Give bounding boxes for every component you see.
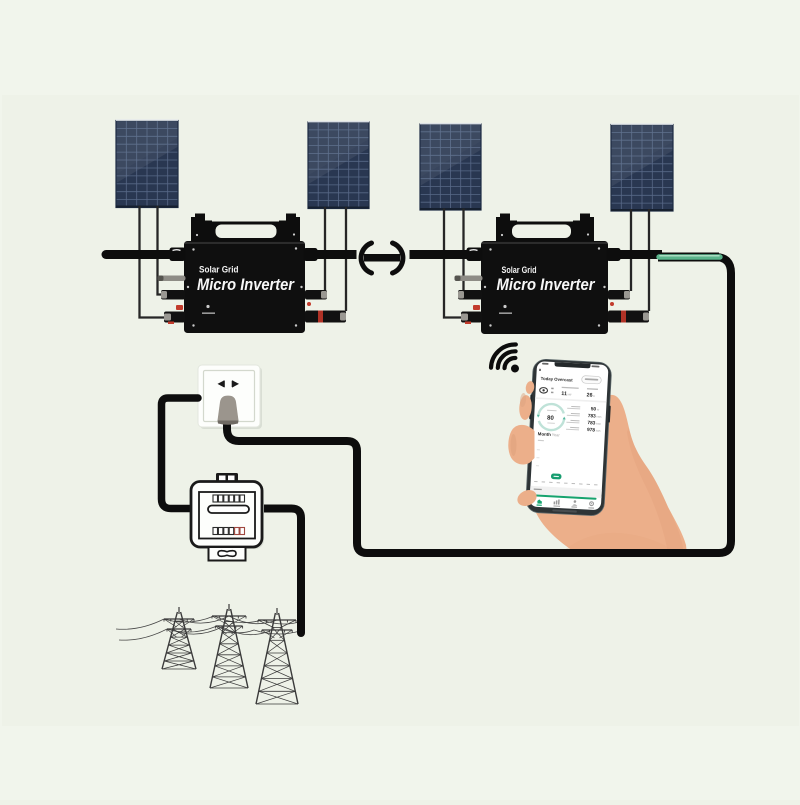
- svg-text:Micro Inverter: Micro Inverter: [497, 275, 596, 294]
- svg-text:Month: Month: [538, 431, 552, 437]
- svg-text:Solar Grid: Solar Grid: [502, 265, 537, 275]
- svg-text:26 C: 26 C: [586, 392, 595, 398]
- svg-text:Micro Inverter: Micro Inverter: [197, 275, 295, 294]
- svg-text:783: 783: [587, 420, 596, 426]
- svg-text:kWh: kWh: [596, 430, 602, 433]
- svg-text:Solar Grid: Solar Grid: [199, 265, 239, 275]
- svg-text:50: 50: [591, 406, 597, 412]
- svg-text:978: 978: [587, 427, 596, 433]
- svg-text:783: 783: [588, 413, 597, 419]
- svg-text:80: 80: [547, 415, 555, 421]
- svg-text:W: W: [597, 409, 600, 412]
- svg-text:kWh: kWh: [596, 416, 602, 419]
- svg-text:Year: Year: [552, 432, 561, 437]
- svg-text:kWh: kWh: [596, 423, 602, 426]
- svg-text:11 kW: 11 kW: [561, 391, 572, 398]
- svg-text:Today Overcast: Today Overcast: [541, 376, 574, 383]
